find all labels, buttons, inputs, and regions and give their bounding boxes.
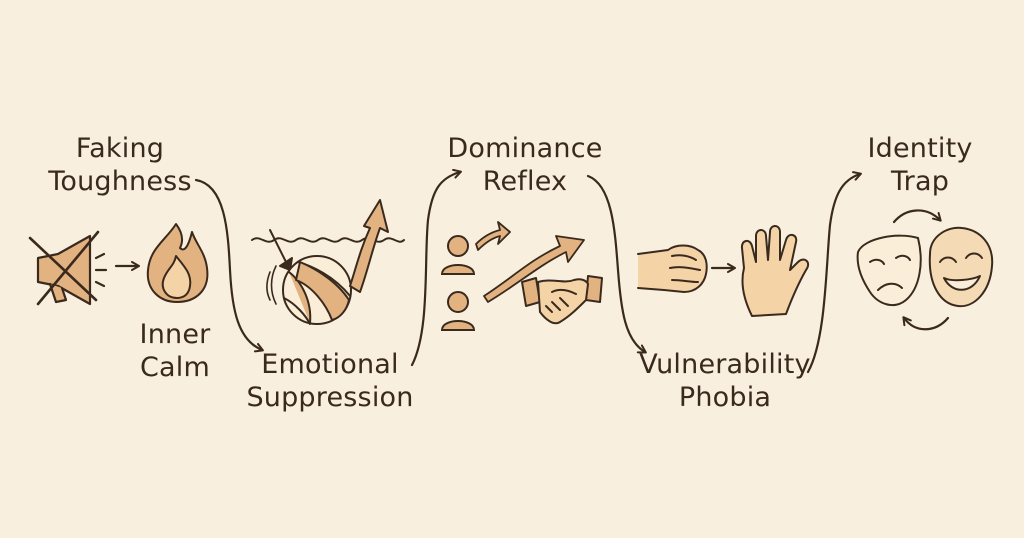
label-line: Reflex xyxy=(482,166,568,197)
label-emotional-suppression: Emotional Suppression xyxy=(240,348,420,414)
label-line: Faking xyxy=(75,133,165,164)
flow-arrow-2 xyxy=(410,168,462,367)
label-identity-trap: Identity Trap xyxy=(860,132,980,198)
flame-icon xyxy=(146,223,209,303)
smiling-mask-icon xyxy=(928,226,994,308)
open-hand-icon xyxy=(740,225,810,317)
label-line: Calm xyxy=(139,352,210,383)
label-line: Vulnerability xyxy=(639,349,811,380)
flow-arrow-1 xyxy=(194,178,264,353)
cycle-arrow-bottom xyxy=(902,316,950,331)
label-line: Identity xyxy=(867,133,973,164)
label-line: Suppression xyxy=(246,382,414,413)
label-line: Phobia xyxy=(678,382,772,413)
flow-arrow-4 xyxy=(806,171,862,374)
label-line: Inner xyxy=(139,319,211,350)
label-line: Trap xyxy=(890,166,950,197)
label-line: Emotional xyxy=(261,349,399,380)
label-inner-calm: Inner Calm xyxy=(130,318,220,384)
label-line: Toughness xyxy=(48,166,192,197)
fist-icon xyxy=(637,244,708,293)
label-faking-toughness: Faking Toughness xyxy=(40,132,200,198)
beach-ball-underwater-icon xyxy=(251,199,405,325)
flow-arrow-3 xyxy=(586,174,647,354)
cycle-arrow-top xyxy=(892,209,942,224)
upward-arrow-small xyxy=(475,221,511,251)
label-line: Dominance xyxy=(447,133,603,164)
person-icon xyxy=(440,235,476,275)
crossed-out-megaphone-icon xyxy=(28,230,108,306)
upward-arrow-large xyxy=(483,235,585,303)
sad-mask-icon xyxy=(856,234,922,307)
label-dominance-reflex: Dominance Reflex xyxy=(440,132,610,198)
handshake-icon xyxy=(521,275,603,325)
person-icon xyxy=(440,291,476,331)
label-vulnerability-phobia: Vulnerability Phobia xyxy=(630,348,820,414)
